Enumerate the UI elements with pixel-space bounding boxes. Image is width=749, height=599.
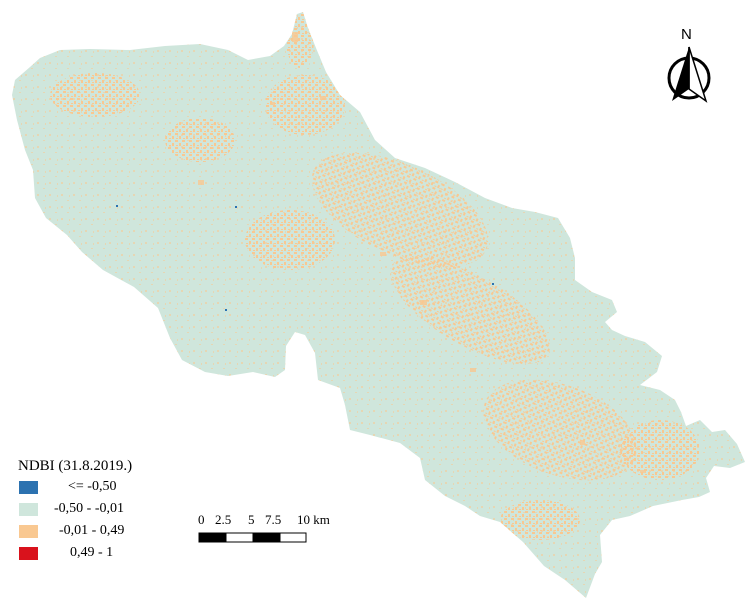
legend-item: <= -0,50 xyxy=(18,478,208,500)
legend-swatch xyxy=(19,481,38,494)
legend-item-label: -0,01 - 0,49 xyxy=(59,523,125,538)
legend-title: NDBI (31.8.2019.) xyxy=(18,458,133,474)
legend-item-label: -0,50 - -0,01 xyxy=(54,501,124,516)
legend-swatch xyxy=(19,503,38,516)
legend-item-label: <= -0,50 xyxy=(68,479,117,494)
scale-tick-label: 0 xyxy=(198,512,205,527)
legend-item: 0,49 - 1 xyxy=(18,544,208,566)
legend-item: -0,50 - -0,01 xyxy=(18,500,208,522)
legend: NDBI (31.8.2019.) <= -0,50 -0,50 - -0,01… xyxy=(18,457,208,566)
scale-tick-label: 10 km xyxy=(297,512,330,527)
scale-tick-label: 7.5 xyxy=(265,512,282,527)
legend-item: -0,01 - 0,49 xyxy=(18,522,208,544)
legend-swatch xyxy=(19,547,38,560)
north-arrow-icon xyxy=(667,46,711,103)
scale-bar-labels: 0 2.5 5 7.5 10 km xyxy=(190,512,350,530)
legend-item-label: 0,49 - 1 xyxy=(70,545,114,560)
scale-bar xyxy=(198,532,307,543)
water-pixels xyxy=(116,205,494,311)
north-label: N xyxy=(681,26,692,43)
scale-tick-label: 2.5 xyxy=(215,512,232,527)
legend-swatch xyxy=(19,525,38,538)
scale-tick-label: 5 xyxy=(248,512,255,527)
